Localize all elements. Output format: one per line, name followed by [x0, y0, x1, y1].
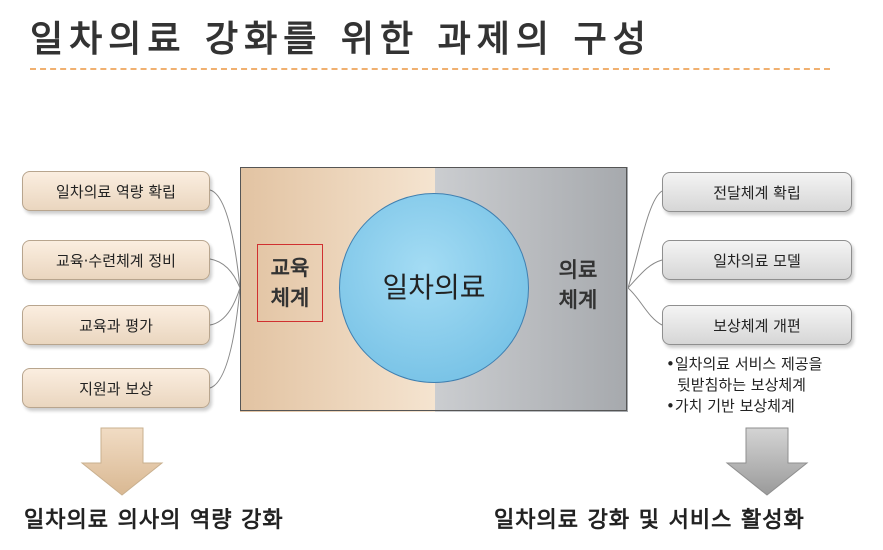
right-box-compensation-reform: 보상체계 개편: [662, 305, 852, 345]
left-down-arrow: [80, 427, 164, 496]
primary-care-circle: [339, 193, 529, 383]
left-connector-1: [209, 189, 241, 289]
left-connector-2: [209, 258, 241, 289]
note-line-3: •가치 기반 보상체계: [666, 397, 795, 415]
medical-system-text: 의료 체계: [558, 258, 598, 312]
note-line-1: •일차의료 서비스 제공을: [666, 355, 823, 373]
left-box-training-system: 교육·수련체계 정비: [22, 240, 210, 280]
education-system-label: 교육 체계: [257, 244, 323, 322]
right-box-delivery-system: 전달체계 확립: [662, 172, 852, 212]
outcome-left: 일차의료 의사의 역량 강화: [24, 508, 284, 533]
note-line-2: 뒷받침하는 보상체계: [677, 376, 806, 394]
right-connector-3: [627, 287, 663, 326]
left-box-competency: 일차의료 역량 확립: [22, 171, 210, 211]
left-connector-3: [209, 287, 241, 326]
left-box-support-compensation: 지원과 보상: [22, 368, 210, 408]
education-system-text: 교육 체계: [270, 256, 310, 310]
outcome-right: 일차의료 강화 및 서비스 활성화: [494, 508, 805, 533]
right-down-arrow: [725, 427, 809, 496]
primary-care-label: 일차의료: [382, 271, 486, 304]
right-connector-2: [627, 259, 663, 289]
compensation-notes: •일차의료 서비스 제공을 뒷받침하는 보상체계 •가치 기반 보상체계: [666, 354, 822, 417]
right-connector-1: [627, 190, 663, 289]
medical-system-label: 의료 체계: [548, 255, 608, 315]
right-box-care-model: 일차의료 모델: [662, 240, 852, 280]
left-connector-4: [209, 287, 241, 389]
title-divider: [30, 68, 830, 70]
page-title: 일차의료 강화를 위한 과제의 구성: [30, 19, 652, 60]
left-box-education-evaluation: 교육과 평가: [22, 305, 210, 345]
